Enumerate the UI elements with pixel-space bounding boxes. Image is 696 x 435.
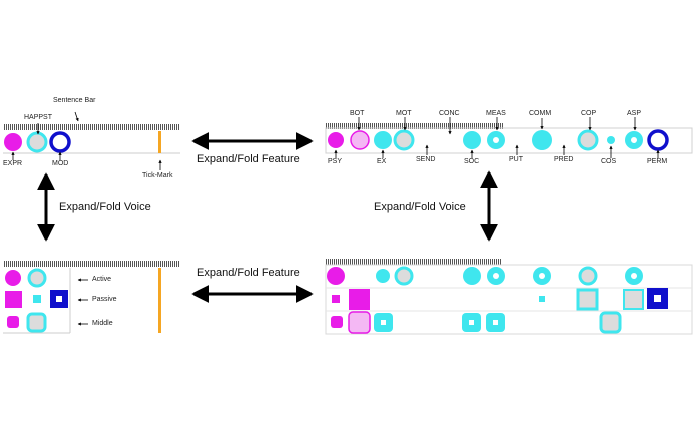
voice-active-label: Active bbox=[92, 276, 112, 283]
psy-label: PSY bbox=[328, 158, 343, 165]
br-active-psy bbox=[327, 267, 345, 285]
comm-circle bbox=[532, 130, 552, 150]
br-middle-bot bbox=[348, 311, 371, 334]
panel-bottom-right bbox=[325, 259, 693, 335]
panel-outline-br bbox=[325, 264, 693, 335]
asp-circle-inner bbox=[631, 137, 637, 143]
feature-arrow-top-label: Expand/Fold Feature bbox=[197, 153, 300, 165]
sentence-bar-bl bbox=[3, 261, 179, 267]
psy-circle bbox=[328, 132, 344, 148]
bot-circle bbox=[350, 130, 370, 150]
br-active-ex bbox=[376, 269, 390, 283]
expr-label: EXPR bbox=[3, 160, 23, 167]
tick-mark bbox=[158, 131, 161, 153]
cos-circle bbox=[607, 136, 615, 144]
voice-arrow-right-label: Expand/Fold Voice bbox=[374, 201, 466, 213]
panel-bottom-left bbox=[3, 261, 179, 334]
middle-expr bbox=[7, 316, 19, 328]
mod-label: MOD bbox=[52, 160, 69, 167]
br-middle-psy bbox=[331, 316, 343, 328]
sentence-bar-br bbox=[326, 259, 502, 265]
panel-top-left bbox=[3, 111, 180, 170]
voice-passive-label: Passive bbox=[92, 296, 117, 303]
passive-expr bbox=[5, 291, 22, 308]
mot-circle bbox=[393, 129, 415, 151]
br-passive-psy bbox=[332, 295, 340, 303]
send-label: SEND bbox=[416, 156, 436, 163]
soc-label: SOC bbox=[464, 158, 480, 165]
panel-top-right bbox=[325, 117, 693, 158]
cop-label: COP bbox=[581, 110, 597, 117]
comm-label: COMM bbox=[529, 110, 552, 117]
br-passive-asp bbox=[623, 289, 644, 310]
middle-happst bbox=[26, 312, 47, 333]
tick-mark-label: Tick-Mark bbox=[142, 172, 173, 179]
br-passive-comm bbox=[539, 296, 545, 302]
cos-label: COS bbox=[601, 158, 617, 165]
conc-label: CONC bbox=[439, 110, 460, 117]
perm-label: PERM bbox=[647, 158, 668, 165]
happst-label: HAPPST bbox=[24, 114, 53, 121]
br-active-soc bbox=[463, 267, 481, 285]
bot-label: BOT bbox=[350, 110, 365, 117]
sentence-bar-right bbox=[326, 123, 504, 129]
br-passive-cop bbox=[576, 288, 599, 311]
ex-label: EX bbox=[377, 158, 387, 165]
voice-middle-label: Middle bbox=[92, 320, 113, 327]
mod-circle bbox=[49, 131, 71, 153]
voice-arrow-left-label: Expand/Fold Voice bbox=[59, 201, 151, 213]
passive-mod-inner bbox=[56, 296, 62, 302]
br-active-cop bbox=[578, 266, 598, 286]
br-active-mot bbox=[394, 266, 414, 286]
mot-label: MOT bbox=[396, 110, 412, 117]
put-label: PUT bbox=[509, 156, 523, 163]
meas-circle-inner bbox=[493, 137, 499, 143]
ex-circle bbox=[374, 131, 392, 149]
active-expr bbox=[5, 270, 21, 286]
passive-happst bbox=[33, 295, 41, 303]
meas-label: MEAS bbox=[486, 110, 506, 117]
perm-circle bbox=[647, 129, 669, 151]
feature-arrow-bottom-label: Expand/Fold Feature bbox=[197, 267, 300, 279]
active-happst bbox=[27, 268, 47, 288]
br-passive-bot bbox=[349, 289, 370, 310]
soc-circle bbox=[463, 131, 481, 149]
pred-label: PRED bbox=[554, 156, 574, 163]
expr-circle bbox=[4, 133, 22, 151]
panel-outline-right bbox=[325, 127, 693, 154]
br-middle-cos bbox=[599, 311, 622, 334]
sentence-bar-label: Sentence Bar bbox=[53, 97, 96, 104]
happst-circle bbox=[26, 131, 48, 153]
tick-mark-bl bbox=[158, 268, 161, 333]
cop-circle bbox=[577, 129, 599, 151]
asp-label: ASP bbox=[627, 110, 642, 117]
sentence-bar bbox=[3, 124, 179, 130]
